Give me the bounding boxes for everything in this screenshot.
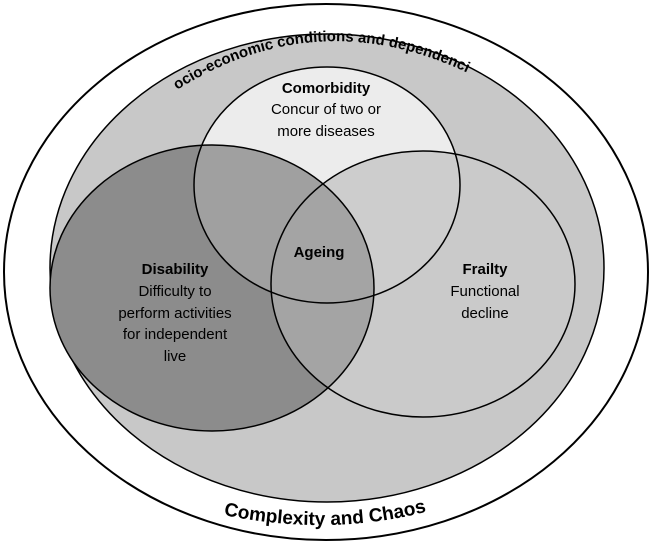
disability-desc-line-4: live — [164, 348, 187, 365]
comorbidity-title: Comorbidity — [282, 80, 371, 97]
frailty-desc-line-2: decline — [461, 305, 509, 322]
disability-desc-line-2: perform activities — [118, 305, 231, 322]
disability-outline — [49, 144, 375, 432]
comorbidity-desc-line-2: more diseases — [277, 123, 375, 140]
frailty-outline — [270, 150, 576, 418]
disability-desc-line-1: Difficulty to — [138, 283, 211, 300]
disability-title: Disability — [142, 261, 209, 278]
comorbidity-desc-line-1: Concur of two or — [271, 101, 381, 118]
comorbidity-outline — [193, 66, 461, 304]
disability-frailty-overlap — [271, 151, 374, 417]
frailty-title: Frailty — [462, 261, 508, 278]
disability-desc-line-3: for independent — [123, 326, 228, 343]
frailty-desc-line-1: Functional — [450, 283, 519, 300]
ageing-label: Ageing — [294, 244, 345, 261]
